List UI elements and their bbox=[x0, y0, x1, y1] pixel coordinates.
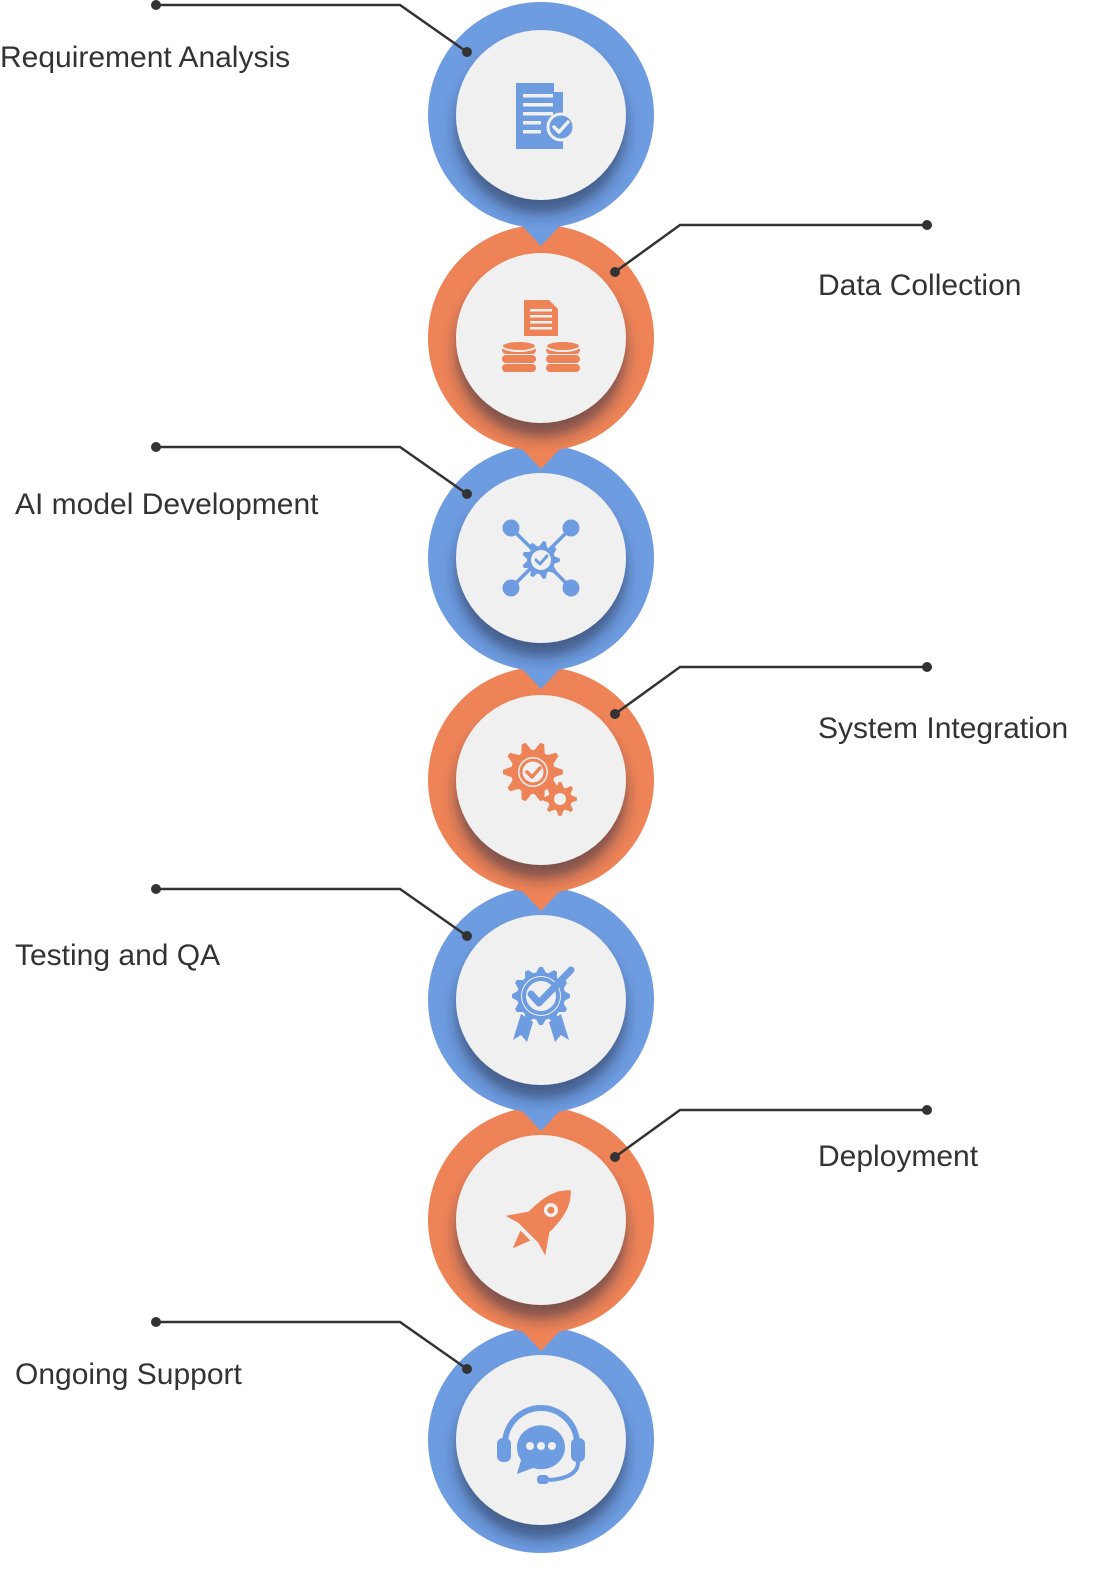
step-disc-data-collection bbox=[456, 253, 626, 423]
connector-line bbox=[156, 3, 468, 54]
connector-line bbox=[614, 1108, 927, 1159]
step-node-ongoing-support bbox=[428, 1327, 654, 1553]
connector-end-dot bbox=[462, 489, 472, 499]
connector-end-dot bbox=[462, 931, 472, 941]
connector-deployment bbox=[610, 1105, 932, 1162]
gear-network-icon bbox=[502, 519, 580, 597]
connector-data-collection bbox=[610, 220, 932, 277]
connector-end-dot bbox=[610, 709, 620, 719]
connector-line bbox=[156, 887, 468, 938]
connector-end-dot bbox=[610, 1152, 620, 1162]
step-node-ai-model-development bbox=[428, 445, 654, 689]
step-label-testing-and-qa: Testing and QA bbox=[15, 939, 221, 972]
connector-requirement-analysis bbox=[151, 0, 472, 57]
headset-chat-icon bbox=[497, 1405, 585, 1484]
step-label-system-integration: System Integration bbox=[818, 712, 1069, 745]
connector-line bbox=[614, 665, 927, 716]
step-label-data-collection: Data Collection bbox=[818, 269, 1022, 302]
connector-start-dot bbox=[151, 1317, 161, 1327]
connector-start-dot bbox=[151, 442, 161, 452]
step-pointer-system-integration bbox=[511, 879, 571, 911]
connector-start-dot bbox=[151, 884, 161, 894]
step-label-ongoing-support: Ongoing Support bbox=[15, 1358, 242, 1391]
step-node-data-collection bbox=[428, 225, 654, 469]
step-pointer-testing-and-qa bbox=[511, 1099, 571, 1131]
step-node-deployment bbox=[428, 1107, 654, 1351]
connector-start-dot bbox=[922, 662, 932, 672]
badge-check-icon bbox=[512, 966, 575, 1042]
connector-end-dot bbox=[610, 267, 620, 277]
database-document-icon bbox=[501, 300, 581, 372]
connector-line bbox=[156, 445, 468, 496]
connector-ai-model-development bbox=[151, 442, 472, 499]
circles-layer bbox=[151, 0, 932, 1553]
connector-end-dot bbox=[462, 47, 472, 57]
step-pointer-ai-model-development bbox=[511, 657, 571, 689]
step-label-requirement-analysis: Requirement Analysis bbox=[0, 41, 291, 74]
step-node-requirement-analysis bbox=[428, 2, 654, 246]
connector-start-dot bbox=[922, 220, 932, 230]
document-check-icon bbox=[516, 83, 576, 149]
step-label-ai-model-development: AI model Development bbox=[15, 488, 319, 521]
step-node-system-integration bbox=[428, 667, 654, 911]
connector-line bbox=[156, 1320, 468, 1371]
step-pointer-deployment bbox=[511, 1319, 571, 1351]
rocket-icon bbox=[505, 1190, 571, 1256]
gears-check-icon bbox=[503, 742, 577, 816]
step-label-deployment: Deployment bbox=[818, 1140, 979, 1173]
step-node-testing-and-qa bbox=[428, 887, 654, 1131]
connector-line bbox=[614, 223, 927, 274]
connector-testing-and-qa bbox=[151, 884, 472, 941]
connector-system-integration bbox=[610, 662, 932, 719]
connector-ongoing-support bbox=[151, 1317, 472, 1374]
connector-start-dot bbox=[922, 1105, 932, 1115]
step-pointer-requirement-analysis bbox=[511, 214, 571, 246]
connector-start-dot bbox=[151, 0, 161, 10]
step-pointer-data-collection bbox=[511, 437, 571, 469]
connector-end-dot bbox=[462, 1364, 472, 1374]
